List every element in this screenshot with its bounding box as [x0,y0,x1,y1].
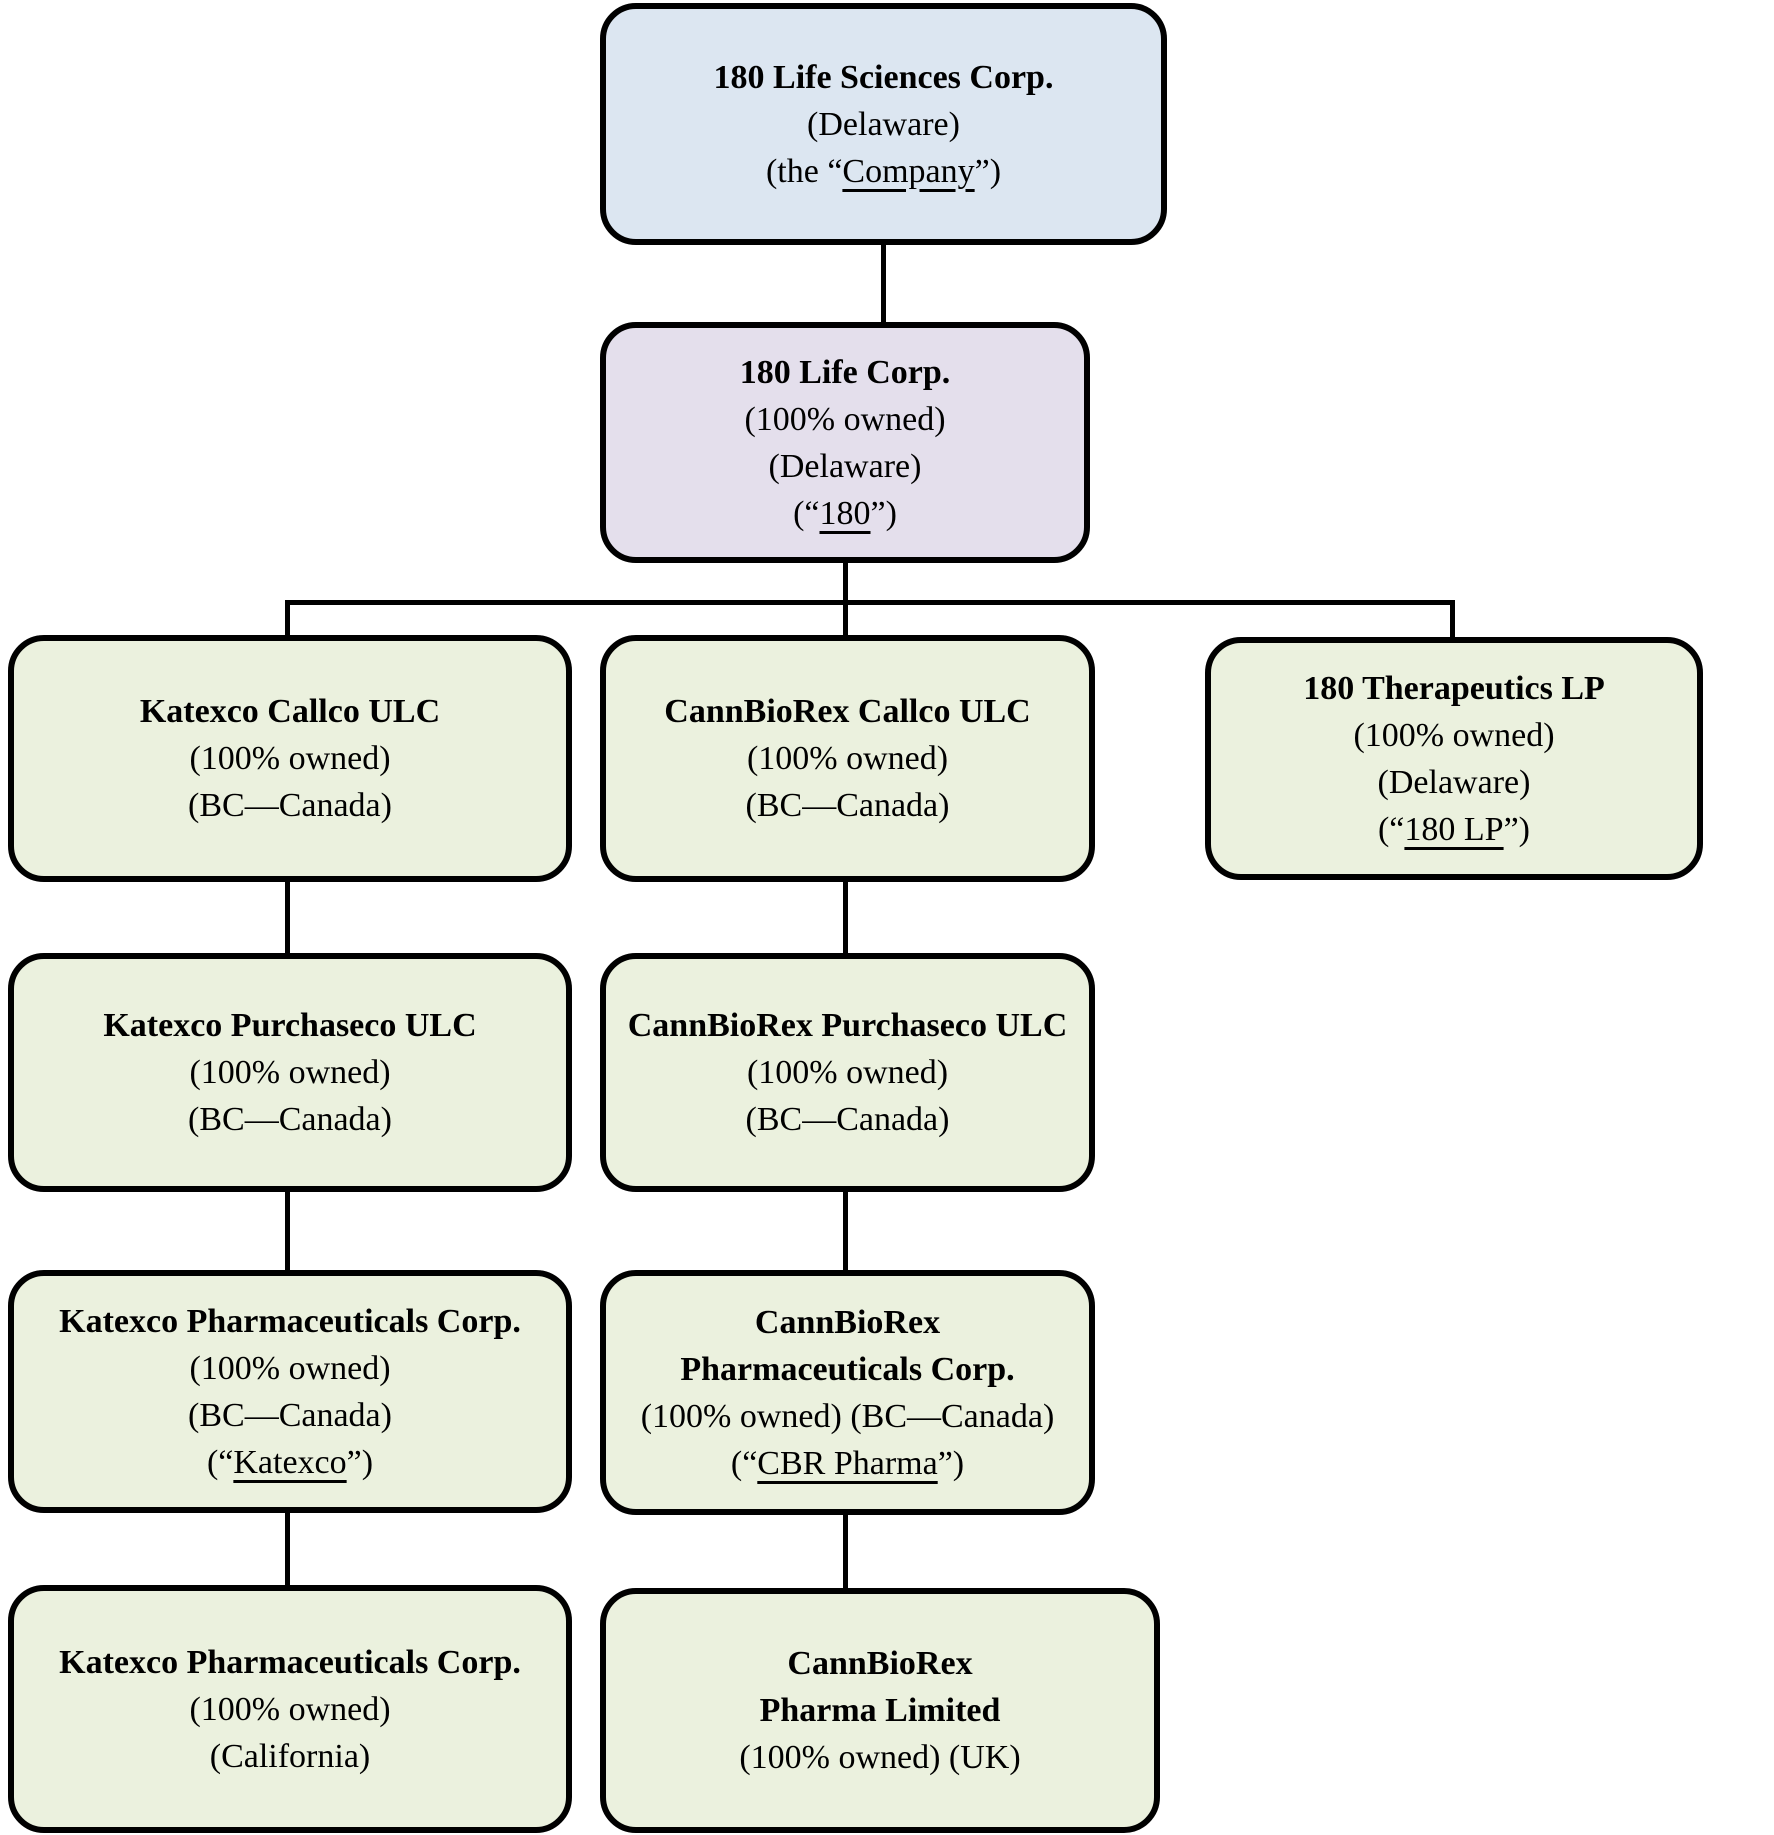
edge-cannbiorex-purchaseco-to-pharma [843,1192,848,1270]
org-node-text-line: (the “Company”) [765,152,1002,190]
edge-katexco-pharma-to-california [285,1513,290,1585]
org-node-katexco-pharmaceuticals-corp-california: Katexco Pharmaceuticals Corp. (100% owned… [8,1585,572,1833]
org-node-180-life-sciences-corp: 180 Life Sciences Corp. (Delaware) (the “C… [600,3,1167,245]
org-node-text-line: Katexco Callco ULC [139,693,441,730]
org-node-katexco-pharmaceuticals-corp-bc: Katexco Pharmaceuticals Corp. (100% owned… [8,1270,572,1513]
org-node-text-line: (100% owned) [746,1054,949,1091]
org-node-text-line: Katexco Pharmaceuticals Corp. [59,1643,521,1681]
org-node-180-life-corp: 180 Life Corp. (100% owned) (Delaware) (“18… [600,322,1090,563]
org-node-text-line: 180 Life Corp. [739,353,951,391]
org-node-text-line: (BC—Canada) [745,787,950,824]
org-node-text-line: CannBioRex Purchaseco ULC [627,1007,1068,1044]
drop-to-180-therapeutics [1450,600,1455,637]
org-node-cannbiorex-purchaseco-ulc: CannBioRex Purchaseco ULC (100% owned) (BC… [600,953,1095,1192]
rail-180-children [285,600,1455,605]
org-node-text-line: (100% owned) [189,1349,391,1387]
org-node-text-line: (BC—Canada) [745,1101,950,1138]
org-node-text-line: (Delaware) [807,105,960,143]
org-node-text-line: (BC—Canada) [188,1101,392,1138]
org-node-text-line: (“180”) [793,494,897,532]
org-node-text-line: (100% owned) [189,1054,391,1091]
org-node-text-line: (100% owned) [746,740,949,777]
org-node-katexco-callco-ulc: Katexco Callco ULC (100% owned) (BC—Canada… [8,635,572,882]
edge-cannbiorex-callco-to-purchaseco [843,882,848,953]
org-node-text-line: (“180 LP”) [1377,810,1531,848]
org-node-text-line: CannBioRex [787,1645,973,1682]
org-node-text-line: (100% owned) (UK) [739,1739,1021,1776]
edge-katexco-purchaseco-to-pharma [285,1192,290,1270]
edge-company-to-180-life-corp [881,245,886,322]
org-node-text-line: (“CBR Pharma”) [730,1444,965,1482]
org-node-text-line: (BC—Canada) [188,787,392,824]
org-node-text-line: CannBioRex Callco ULC [664,693,1031,730]
drop-to-cannbiorex-callco [843,600,848,635]
org-node-text-line: 180 Therapeutics LP [1303,669,1605,707]
org-node-text-line: (100% owned) (BC—Canada) [640,1397,1055,1435]
drop-to-katexco-callco [285,600,290,635]
org-node-text-line: (“Katexco”) [206,1443,374,1481]
org-node-text-line: (California) [209,1737,371,1775]
org-node-text-line: Pharma Limited [759,1692,1001,1729]
org-node-text-line: (100% owned) [744,400,946,438]
org-node-text-line: (Delaware) [768,447,922,485]
org-node-text-line: Pharmaceuticals Corp. [680,1350,1015,1388]
edge-katexco-callco-to-purchaseco [285,882,290,953]
org-node-text-line: (100% owned) [1353,716,1555,754]
org-node-text-line: CannBioRex [754,1303,941,1341]
org-node-text-line: 180 Life Sciences Corp. [713,58,1054,96]
org-node-text-line: Katexco Purchaseco ULC [103,1007,477,1044]
org-node-text-line: (100% owned) [189,1690,391,1728]
org-node-text-line: Katexco Pharmaceuticals Corp. [59,1302,521,1340]
org-node-text-line: (Delaware) [1377,763,1531,801]
edge-cannbiorex-pharma-to-limited [843,1515,848,1588]
org-node-katexco-purchaseco-ulc: Katexco Purchaseco ULC (100% owned) (BC—Ca… [8,953,572,1192]
edge-180-life-corp-to-rail [843,563,848,602]
org-node-text-line: (100% owned) [189,740,391,777]
org-node-180-therapeutics-lp: 180 Therapeutics LP (100% owned) (Delaware… [1205,637,1703,880]
org-node-cannbiorex-callco-ulc: CannBioRex Callco ULC (100% owned) (BC—Can… [600,635,1095,882]
org-node-text-line: (BC—Canada) [188,1396,392,1434]
